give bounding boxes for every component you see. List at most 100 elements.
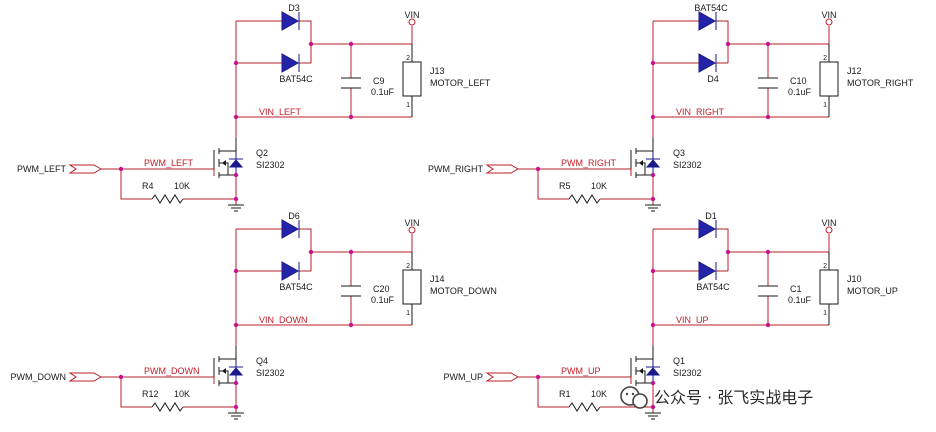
junction-dot (233, 322, 239, 328)
ground-symbol (645, 204, 661, 212)
ground-symbol (228, 204, 244, 212)
capacitor-ref: C1 (790, 284, 802, 294)
mosfet (213, 346, 244, 386)
resistor-value: 10K (591, 389, 607, 399)
capacitor (341, 285, 361, 297)
watermark-text: 公众号 · 张飞实战电子 (654, 388, 813, 407)
pwm-input-port (485, 164, 520, 174)
resistor-ref: R4 (142, 181, 154, 191)
connector-pin-2: 2 (406, 55, 410, 62)
diode-part-label: BAT54C (279, 282, 313, 292)
junction-dot (535, 166, 541, 172)
diode-top (698, 219, 717, 239)
pwm-input-port (68, 164, 103, 174)
diode-top-label: D1 (705, 211, 717, 221)
diode-top-label: D3 (288, 3, 300, 13)
wire (219, 370, 229, 383)
capacitor-value: 0.1uF (788, 295, 812, 305)
junction-dot (765, 249, 771, 255)
capacitor-ref: C20 (373, 284, 390, 294)
resistor-ref: R12 (142, 389, 159, 399)
mosfet-ref: Q4 (256, 356, 268, 366)
vin-port (825, 18, 833, 26)
resistor (151, 402, 184, 412)
pwm-port-label: PWM_DOWN (11, 372, 67, 382)
junction-dot (308, 249, 314, 255)
junction-dot (348, 114, 354, 120)
connector-pin-1: 1 (823, 102, 827, 109)
junction-dot (650, 380, 656, 386)
capacitor-value: 0.1uF (788, 87, 812, 97)
net-label-vin: VIN_RIGHT (676, 107, 725, 117)
diode-top (281, 11, 300, 31)
junction-dot (118, 374, 124, 380)
mosfet (630, 138, 661, 178)
diode-part-label: BAT54C (279, 74, 313, 84)
wire (636, 138, 654, 152)
junction-dot (765, 114, 771, 120)
wire (716, 20, 729, 63)
wire (716, 228, 729, 271)
junction-dot (650, 60, 656, 66)
mosfet (630, 346, 661, 386)
junction-dot (233, 172, 239, 178)
junction-dot (233, 60, 239, 66)
motor-connector (819, 61, 839, 97)
motor-connector (819, 269, 839, 305)
junction-dot (233, 380, 239, 386)
connector-ref: J10 (847, 274, 862, 284)
connector-ref: J14 (430, 274, 445, 284)
vin-label: VIN (821, 10, 836, 20)
junction-dot (725, 41, 731, 47)
diode-part-label: D4 (707, 74, 719, 84)
wire (101, 376, 215, 384)
pwm-port-label: PWM_RIGHT (428, 164, 484, 174)
mosfet-ref: Q3 (673, 148, 685, 158)
connector-name: MOTOR_RIGHT (847, 78, 914, 88)
diode-bottom (698, 261, 717, 281)
vin-port (825, 226, 833, 234)
connector-pin-2: 2 (406, 263, 410, 270)
connector-ref: J13 (430, 66, 445, 76)
pwm-port-label: PWM_UP (443, 372, 483, 382)
connector-name: MOTOR_DOWN (430, 286, 497, 296)
capacitor (758, 77, 778, 89)
capacitor-ref: C10 (790, 76, 807, 86)
capacitor (758, 285, 778, 297)
wire (636, 346, 654, 360)
junction-dot (233, 196, 239, 202)
junction-dot (348, 249, 354, 255)
connector-pin-1: 1 (406, 310, 410, 317)
net-label-vin: VIN_LEFT (259, 107, 302, 117)
ground-symbol (228, 412, 244, 420)
resistor-ref: R1 (559, 389, 571, 399)
connector-ref: J12 (847, 66, 862, 76)
connector-pin-2: 2 (823, 55, 827, 62)
diode-bottom (281, 53, 300, 73)
wire (537, 377, 569, 408)
wire (219, 346, 237, 360)
mosfet-part: SI2302 (256, 368, 285, 378)
mosfet-ref: Q1 (673, 356, 685, 366)
connector-name: MOTOR_UP (847, 286, 898, 296)
mosfet-part: SI2302 (673, 368, 702, 378)
vin-label: VIN (404, 10, 419, 20)
wire (219, 162, 229, 175)
resistor-ref: R5 (559, 181, 571, 191)
wire (299, 20, 312, 63)
net-label-pwm: PWM_RIGHT (561, 158, 617, 168)
mosfet-part: SI2302 (256, 160, 285, 170)
capacitor (341, 77, 361, 89)
wire (537, 169, 569, 200)
wire (636, 162, 646, 175)
diode-part-label: BAT54C (696, 282, 730, 292)
connector-pin-1: 1 (406, 102, 410, 109)
junction-dot (233, 268, 239, 274)
junction-dot (725, 249, 731, 255)
junction-dot (650, 268, 656, 274)
vin-label: VIN (404, 218, 419, 228)
